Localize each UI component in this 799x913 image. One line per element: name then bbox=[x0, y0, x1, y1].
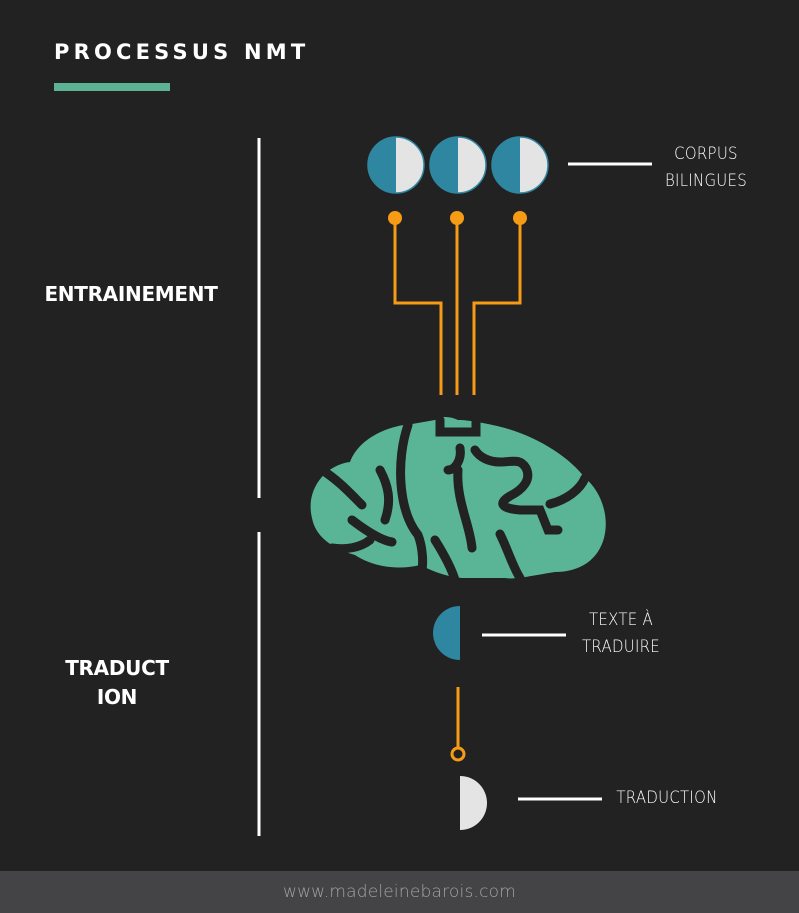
node-dot bbox=[513, 211, 527, 225]
half-circle-left-icon bbox=[433, 606, 460, 660]
half-circle-icon bbox=[429, 136, 487, 194]
circuit-line-icon bbox=[393, 218, 522, 395]
footer-url[interactable]: www.madeleinebarois.com bbox=[282, 882, 517, 902]
page-title: PROCESSUS NMT bbox=[54, 40, 310, 64]
node-dot bbox=[388, 211, 402, 225]
brain-icon bbox=[310, 415, 606, 585]
source-text-label: TEXTE À TRADUIRE bbox=[581, 610, 660, 657]
half-circle-icon bbox=[367, 136, 425, 194]
title-underline bbox=[54, 83, 170, 91]
translation-label: TRADUCTION bbox=[616, 788, 718, 808]
footer: www.madeleinebarois.com bbox=[0, 871, 799, 913]
node-ring bbox=[450, 746, 466, 762]
section-label-translation: TRADUCT ION bbox=[65, 656, 169, 709]
half-circle-icon bbox=[491, 136, 549, 194]
corpus-label: CORPUS BILINGUES bbox=[664, 144, 748, 191]
node-dot bbox=[450, 211, 464, 225]
section-label-training: ENTRAINEMENT bbox=[44, 282, 218, 306]
half-circle-right-icon bbox=[460, 776, 487, 830]
